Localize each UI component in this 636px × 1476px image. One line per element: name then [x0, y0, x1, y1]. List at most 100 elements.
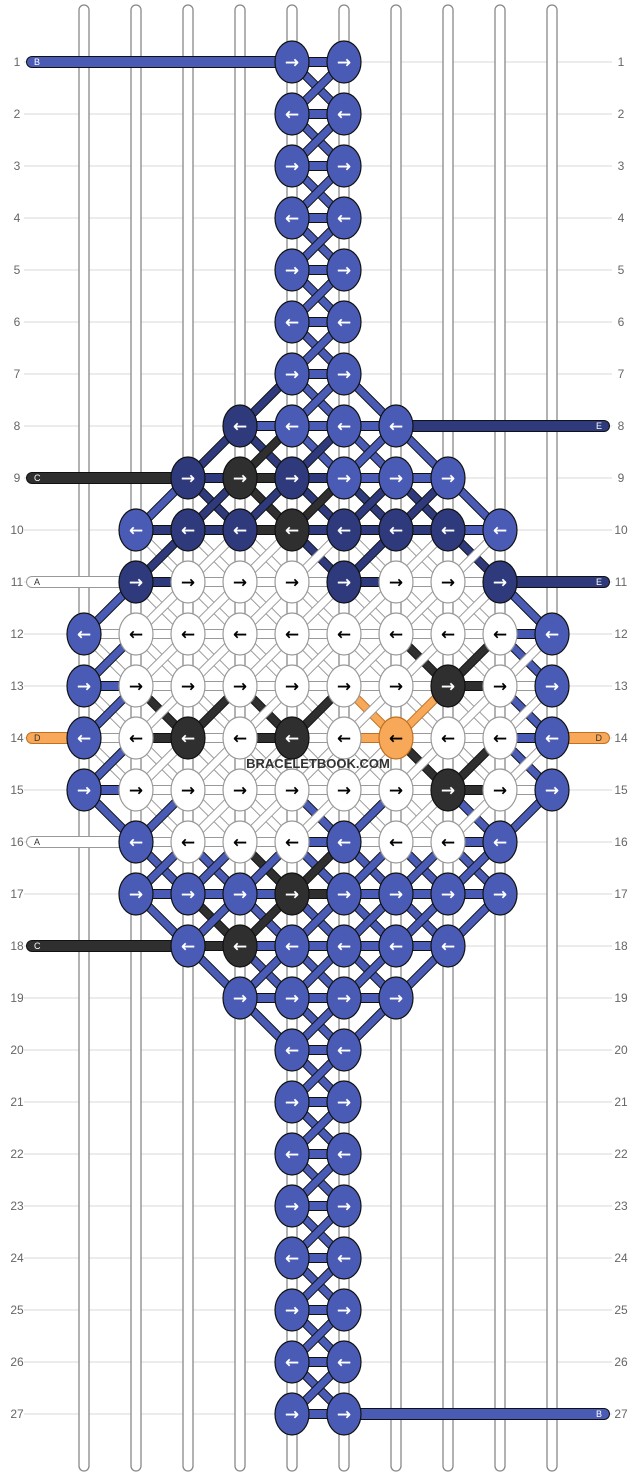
knot — [222, 976, 258, 1020]
arrow-right-icon: → — [285, 1093, 299, 1113]
knot — [222, 872, 258, 916]
knot — [274, 612, 310, 656]
knot — [170, 560, 206, 604]
knot — [378, 456, 414, 500]
arrow-left-icon: ← — [233, 833, 247, 853]
arrow-left-icon: ← — [389, 729, 403, 749]
arrow-left-icon: ← — [337, 833, 351, 853]
strand-end-label: D — [596, 733, 603, 743]
row-number-left: 2 — [14, 107, 21, 121]
knot — [378, 872, 414, 916]
arrow-right-icon: → — [493, 885, 507, 905]
arrow-left-icon: ← — [181, 833, 195, 853]
arrow-right-icon: → — [285, 261, 299, 281]
knot — [326, 248, 362, 292]
knot — [326, 768, 362, 812]
arrow-right-icon: → — [181, 781, 195, 801]
arrow-right-icon: → — [77, 677, 91, 697]
arrow-left-icon: ← — [493, 833, 507, 853]
knot — [222, 716, 258, 760]
arrow-right-icon: → — [285, 53, 299, 73]
arrow-right-icon: → — [181, 677, 195, 697]
knot — [326, 820, 362, 864]
knot — [326, 196, 362, 240]
row-number-left: 12 — [10, 627, 24, 641]
arrow-right-icon: → — [129, 573, 143, 593]
arrow-left-icon: ← — [441, 521, 455, 541]
row-number-right: 17 — [614, 887, 628, 901]
row-number-left: 13 — [10, 679, 24, 693]
arrow-left-icon: ← — [337, 729, 351, 749]
arrow-left-icon: ← — [129, 521, 143, 541]
row-number-left: 3 — [14, 159, 21, 173]
knot — [326, 144, 362, 188]
knot — [482, 768, 518, 812]
arrow-right-icon: → — [181, 469, 195, 489]
knot — [326, 976, 362, 1020]
arrow-right-icon: → — [233, 989, 247, 1009]
row-number-right: 6 — [618, 315, 625, 329]
row-number-right: 2 — [618, 107, 625, 121]
arrow-right-icon: → — [389, 989, 403, 1009]
knot — [326, 300, 362, 344]
knot — [66, 664, 102, 708]
strand-end-label: A — [34, 577, 40, 587]
knot — [430, 872, 466, 916]
row-number-right: 26 — [614, 1355, 628, 1369]
row-number-right: 5 — [618, 263, 625, 277]
arrow-right-icon: → — [337, 1093, 351, 1113]
arrow-left-icon: ← — [77, 625, 91, 645]
knot — [170, 924, 206, 968]
arrow-left-icon: ← — [285, 625, 299, 645]
row-number-right: 15 — [614, 783, 628, 797]
arrow-right-icon: → — [441, 573, 455, 593]
arrow-left-icon: ← — [233, 937, 247, 957]
strand-end-label: A — [34, 837, 40, 847]
knot — [430, 508, 466, 552]
arrow-left-icon: ← — [493, 729, 507, 749]
arrow-right-icon: → — [285, 469, 299, 489]
knot — [274, 508, 310, 552]
arrow-right-icon: → — [337, 469, 351, 489]
row-number-left: 21 — [10, 1095, 24, 1109]
knot — [222, 508, 258, 552]
arrow-right-icon: → — [337, 885, 351, 905]
knot — [430, 664, 466, 708]
knot — [118, 560, 154, 604]
arrow-left-icon: ← — [285, 1145, 299, 1165]
row-number-left: 1 — [14, 55, 21, 69]
row-number-left: 19 — [10, 991, 24, 1005]
knot — [378, 820, 414, 864]
arrow-left-icon: ← — [493, 521, 507, 541]
arrow-left-icon: ← — [285, 1041, 299, 1061]
knot — [222, 404, 258, 448]
row-number-left: 27 — [10, 1407, 24, 1421]
knot — [378, 508, 414, 552]
knot — [274, 872, 310, 916]
knot — [482, 872, 518, 916]
row-number-right: 24 — [614, 1251, 628, 1265]
arrow-left-icon: ← — [337, 313, 351, 333]
arrow-right-icon: → — [233, 677, 247, 697]
row-number-left: 15 — [10, 783, 24, 797]
arrow-left-icon: ← — [181, 937, 195, 957]
knot — [170, 508, 206, 552]
row-number-left: 10 — [10, 523, 24, 537]
knot — [378, 612, 414, 656]
knot — [326, 404, 362, 448]
arrow-left-icon: ← — [493, 625, 507, 645]
arrow-right-icon: → — [337, 677, 351, 697]
arrow-right-icon: → — [285, 157, 299, 177]
knot — [274, 456, 310, 500]
knot — [482, 612, 518, 656]
arrow-left-icon: ← — [233, 729, 247, 749]
arrow-left-icon: ← — [337, 521, 351, 541]
knot — [274, 1236, 310, 1280]
arrow-left-icon: ← — [285, 209, 299, 229]
knot — [170, 456, 206, 500]
arrow-left-icon: ← — [337, 417, 351, 437]
knot — [222, 612, 258, 656]
knot — [274, 300, 310, 344]
